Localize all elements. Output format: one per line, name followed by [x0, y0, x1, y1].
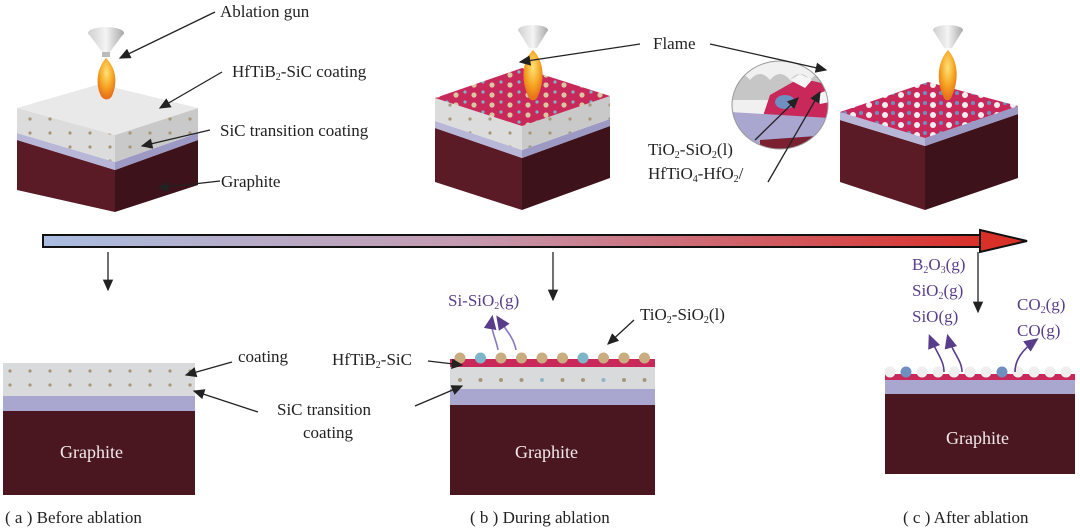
surface-grain [557, 352, 568, 364]
label-ablation-gun: Ablation gun [220, 2, 310, 21]
gas-b2o3: B2O3(g) [912, 255, 966, 276]
pointer-arrow [192, 389, 259, 413]
caption-during-ablation: ( b ) During ablation [470, 508, 610, 527]
label-hftib2-sic: HfTiB2-SiC [332, 350, 412, 371]
oxide-grain [980, 366, 992, 378]
gas-sio2: SiO2(g) [912, 281, 964, 302]
surface-grain [516, 352, 527, 364]
flame-icon [938, 50, 957, 101]
surface-particles [884, 366, 1072, 378]
label-gas-products-left: B2O3(g) SiO2(g) SiO(g) [912, 255, 965, 327]
oxide-grain [1012, 366, 1024, 378]
pointer-arrow [607, 319, 635, 345]
embedded-grain [622, 378, 626, 382]
label-graphite-c: Graphite [946, 428, 1009, 448]
label-graphite-top: Graphite [221, 172, 281, 191]
oxide-grain [948, 366, 960, 378]
pointer-arrow [767, 90, 821, 183]
label-hftio4-hfo2: HfTiO4-HfO2/ [648, 164, 744, 185]
cross-section-before [3, 363, 195, 495]
label-flame: Flame [653, 34, 696, 53]
embedded-grain [478, 378, 483, 382]
surface-grain [577, 352, 589, 364]
surface-grain [454, 352, 466, 364]
block-before-3d [17, 84, 198, 212]
magnified-surface-inset [731, 60, 829, 150]
surface-grain [536, 352, 548, 364]
label-coating: coating [238, 347, 289, 366]
gas-evolution-arrow [928, 334, 945, 373]
gas-evolution-arrow [1014, 338, 1039, 373]
oxide-grain [932, 366, 944, 378]
label-graphite-a: Graphite [60, 442, 123, 462]
embedded-grain [642, 378, 647, 382]
label-sic-transition-line2: coating [303, 423, 354, 442]
ablation-gun-icon [933, 25, 963, 48]
embedded-grain [499, 378, 503, 382]
surface-grain [618, 352, 630, 364]
cross-section-during [450, 359, 655, 495]
oxide-grain [1060, 366, 1072, 378]
embedded-grain [601, 378, 606, 382]
label-tio2-sio2-b: TiO2-SiO2(l) [640, 305, 725, 326]
label-gas-products-right: CO2(g) CO(g) [1017, 295, 1065, 341]
surface-grain [495, 352, 507, 364]
embedded-grain [581, 378, 585, 382]
embedded-grain [458, 378, 462, 382]
block-after-3d [840, 82, 1018, 210]
surface-grain [639, 352, 650, 364]
pointer-arrow [184, 361, 233, 378]
gas-evolution-arrow [944, 333, 963, 373]
oxide-grain [996, 366, 1008, 378]
pointer-arrow [158, 71, 223, 109]
block-during-3d [435, 68, 610, 210]
pointer-arrow [118, 11, 216, 59]
oxide-grain [900, 366, 912, 378]
oxide-grain [916, 366, 928, 378]
flame-icon [97, 58, 116, 100]
surface-particles [454, 352, 650, 382]
gas-evolution-arrow [496, 315, 517, 351]
label-sic-transition-line1: SiC transition [277, 400, 371, 419]
label-tio2-sio2-liquid: TiO2-SiO2(l) [648, 140, 733, 161]
embedded-grain [560, 378, 565, 382]
oxide-grain [884, 366, 896, 378]
surface-grain [598, 352, 609, 364]
ablation-gun-icon [518, 25, 548, 48]
label-hftib2-sic-coating: HfTiB2-SiC coating [232, 62, 367, 83]
embedded-grain [519, 378, 524, 382]
surface-grain [475, 352, 486, 364]
gas-co2: CO2(g) [1017, 295, 1066, 316]
pointer-arrow [518, 43, 641, 66]
gas-sio: SiO(g) [912, 307, 959, 326]
pointer-arrow [414, 385, 464, 407]
gas-evolution-arrow [483, 314, 499, 351]
oxide-grain [964, 366, 976, 378]
pointer-arrow [156, 180, 221, 193]
label-sic-transition-coating: SiC transition coating [220, 121, 369, 140]
oxide-grain [1044, 366, 1056, 378]
pointer-arrow [709, 43, 828, 73]
label-graphite-b: Graphite [515, 442, 578, 462]
pointer-arrow [140, 129, 211, 149]
embedded-grain [540, 378, 544, 382]
ablation-gun-icon [88, 27, 124, 57]
process-progress-arrow [42, 228, 1028, 254]
label-si-sio2-gas: Si-SiO2(g) [448, 291, 520, 312]
pointer-arrow [427, 358, 464, 369]
pointer-arrow [754, 97, 799, 141]
cross-section-after [885, 374, 1075, 474]
oxide-grain [1028, 366, 1040, 378]
gas-co: CO(g) [1017, 321, 1061, 340]
caption-after-ablation: ( c ) After ablation [903, 508, 1029, 527]
caption-before-ablation: ( a ) Before ablation [5, 508, 142, 527]
